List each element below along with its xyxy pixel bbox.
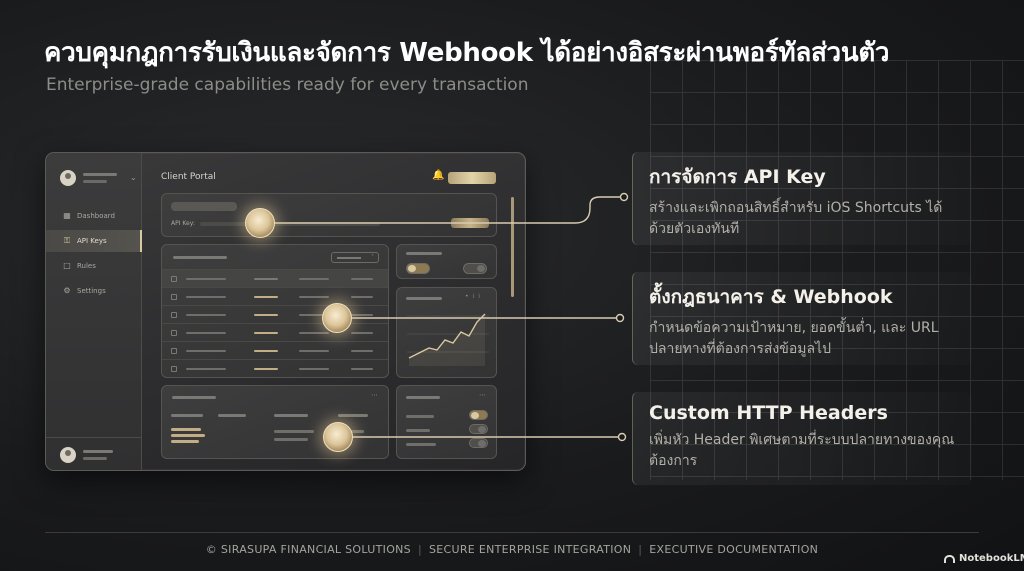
callout-description: กำหนดข้อความเป้าหมาย, ยอดขั้นต่ำ, และ UR… (649, 320, 939, 357)
mockup-sidebar: ⌄ ▦ Dashboard ⚿ API Keys □ Rules ⚙ Setti… (46, 153, 142, 470)
mockup-nav: ▦ Dashboard ⚿ API Keys □ Rules ⚙ Setting… (46, 205, 142, 305)
notebooklm-icon (944, 554, 955, 563)
gear-icon: ⚙ (63, 286, 71, 295)
table-filter-dropdown[interactable]: ˅ (331, 252, 379, 263)
footer: © SIRASUPA FINANCIAL SOLUTIONS | SECURE EN… (0, 543, 1024, 556)
topbar-action-button[interactable] (448, 172, 496, 184)
callout-http-headers: Custom HTTP Headers เพิ่มหัว Header พิเศ… (632, 392, 972, 485)
table-row[interactable] (162, 359, 388, 377)
callout-title: ตั้งกฎธนาคาร & Webhook (649, 286, 893, 308)
mockup-topbar: Client Portal 🔔 (142, 153, 525, 193)
page-title: ควบคุมกฎการรับเงินและจัดการ Webhook ได้อ… (44, 38, 890, 68)
more-icon[interactable]: ⋯ (371, 391, 378, 399)
sidebar-item-rules[interactable]: □ Rules (46, 255, 142, 277)
api-key-field[interactable] (200, 222, 380, 226)
portal-title: Client Portal (161, 172, 216, 182)
key-icon: ⚿ (63, 236, 71, 245)
brand-name: NotebookLM (959, 553, 1024, 564)
callout-title: Custom HTTP Headers (649, 402, 888, 424)
api-key-label: API Key: (171, 220, 195, 227)
chart-menu-icon[interactable]: • ⁞ ⁞ (465, 293, 482, 300)
checkbox[interactable] (171, 312, 177, 318)
highlight-marker-api-key (245, 208, 275, 238)
more-icon[interactable]: ⋯ (479, 391, 486, 399)
footer-doc-label: EXECUTIVE DOCUMENTATION (649, 543, 819, 556)
sidebar-item-label: API Keys (77, 237, 107, 245)
sidebar-item-api-keys[interactable]: ⚿ API Keys (46, 230, 142, 252)
highlight-marker-headers (323, 422, 353, 452)
toggle-switch-off[interactable] (469, 438, 488, 448)
toggle-switch-on[interactable] (406, 263, 430, 274)
toggle-switch-off[interactable] (469, 424, 488, 434)
headers-panel: ⋯ (161, 385, 389, 459)
toggle-panel (396, 244, 497, 279)
table-row[interactable] (162, 341, 388, 359)
table-row[interactable] (162, 305, 388, 323)
highlight-marker-rules (322, 303, 352, 333)
checkbox[interactable] (171, 348, 177, 354)
footer-copyright: © SIRASUPA FINANCIAL SOLUTIONS (205, 543, 411, 556)
header-toggles-panel: ⋯ (396, 385, 497, 459)
scrollbar[interactable] (511, 197, 514, 297)
sidebar-item-settings[interactable]: ⚙ Settings (46, 280, 142, 302)
footer-divider (45, 532, 979, 533)
checkbox[interactable] (171, 294, 177, 300)
callout-bank-rules: ตั้งกฎธนาคาร & Webhook กำหนดข้อความเป้าห… (632, 272, 972, 365)
sidebar-divider (46, 437, 142, 438)
background-grid (650, 60, 1024, 480)
table-row[interactable] (162, 287, 388, 305)
chart-panel: • ⁞ ⁞ (396, 287, 497, 378)
bell-icon[interactable]: 🔔 (432, 170, 445, 181)
sidebar-item-label: Settings (77, 287, 106, 295)
callout-description: เพิ่มหัว Header พิเศษตามที่ระบบปลายทางขอ… (649, 432, 955, 469)
mini-line-chart (407, 313, 489, 366)
rules-table-panel: ˅ (161, 244, 389, 378)
footer-separator: | (417, 543, 422, 556)
sidebar-item-label: Rules (77, 262, 96, 270)
table-row[interactable] (162, 323, 388, 341)
page-subtitle: Enterprise-grade capabilities ready for … (46, 75, 529, 95)
avatar (60, 170, 76, 186)
table-header-row (162, 269, 388, 287)
chevron-down-icon: ˅ (371, 254, 374, 261)
toggle-switch-on[interactable] (469, 410, 488, 420)
avatar (60, 447, 76, 463)
api-key-panel: API Key: (161, 193, 497, 237)
toggle-switch-off[interactable] (463, 263, 487, 274)
api-key-generate-button[interactable] (451, 218, 489, 228)
callout-title: การจัดการ API Key (649, 166, 826, 188)
mockup-user-menu[interactable] (60, 170, 117, 186)
document-icon: □ (63, 261, 71, 270)
footer-tagline: SECURE ENTERPRISE INTEGRATION (428, 543, 632, 556)
chevron-down-icon[interactable]: ⌄ (130, 173, 137, 182)
sidebar-item-dashboard[interactable]: ▦ Dashboard (46, 205, 142, 227)
callout-description: สร้างและเพิกถอนสิทธิ์สำหรับ iOS Shortcut… (649, 200, 943, 237)
sidebar-item-label: Dashboard (77, 212, 115, 220)
checkbox[interactable] (171, 366, 177, 372)
footer-separator: | (638, 543, 643, 556)
brand-logo: NotebookLM (944, 553, 1024, 564)
portal-mockup-window: ⌄ ▦ Dashboard ⚿ API Keys □ Rules ⚙ Setti… (45, 152, 526, 471)
checkbox[interactable] (171, 330, 177, 336)
callout-api-key: การจัดการ API Key สร้างและเพิกถอนสิทธิ์ส… (632, 152, 972, 245)
sidebar-profile[interactable] (60, 447, 113, 463)
grid-icon: ▦ (63, 211, 71, 220)
checkbox[interactable] (171, 276, 177, 282)
